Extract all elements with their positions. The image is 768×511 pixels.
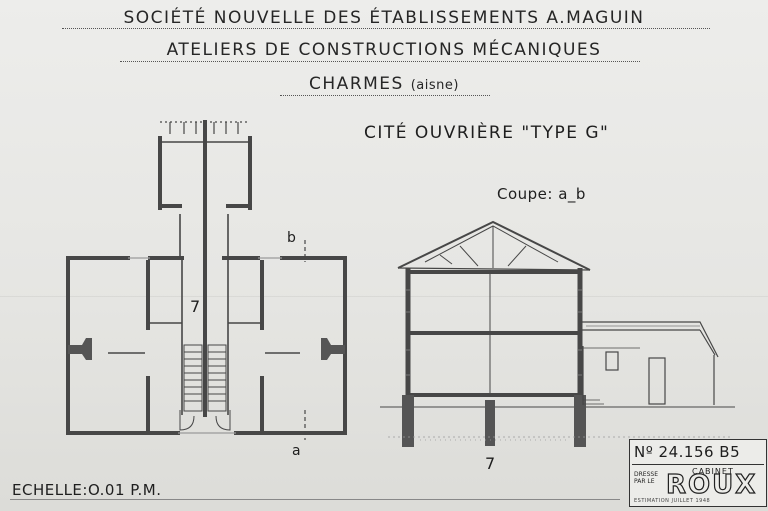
header-rule-2 [120, 61, 640, 62]
stamp-divider [632, 464, 764, 465]
header-rule-3 [280, 95, 490, 96]
plan-number: 7 [190, 297, 201, 316]
stamp-number: Nº 24.156 B5 [634, 443, 741, 461]
scale-label: ECHELLE:O.01 P.M. [12, 481, 162, 499]
header-rule-1 [62, 28, 710, 29]
stamp-name: ROUX [665, 469, 758, 500]
section-drawing [380, 220, 735, 447]
stamp-cabinet: CABINET [692, 467, 734, 476]
location-region: (aisne) [410, 78, 459, 93]
stamp-footer: ESTIMATION JUILLET 1948 [634, 498, 711, 504]
floor-plan [66, 120, 347, 440]
company-name: SOCIÉTÉ NOUVELLE DES ÉTABLISSEMENTS A.MA… [123, 8, 645, 28]
workshop-name: ATELIERS DE CONSTRUCTIONS MÉCANIQUES [166, 40, 602, 60]
cut-label-bottom: a [292, 443, 301, 459]
section-number: 7 [485, 454, 496, 473]
section-label: Coupe: a_b [497, 185, 586, 203]
scale-rule [10, 499, 620, 500]
cut-label-top: b [287, 230, 296, 246]
drawing-stamp: Nº 24.156 B5 DRESSE PAR LE CABINET ROUX … [629, 439, 767, 507]
paper-fold [0, 296, 768, 297]
location-town: CHARMES [309, 74, 404, 94]
stamp-dresse: DRESSE PAR LE [634, 471, 658, 485]
location: CHARMES (aisne) [0, 74, 768, 94]
drawing-title: CITÉ OUVRIÈRE "TYPE G" [364, 123, 610, 143]
